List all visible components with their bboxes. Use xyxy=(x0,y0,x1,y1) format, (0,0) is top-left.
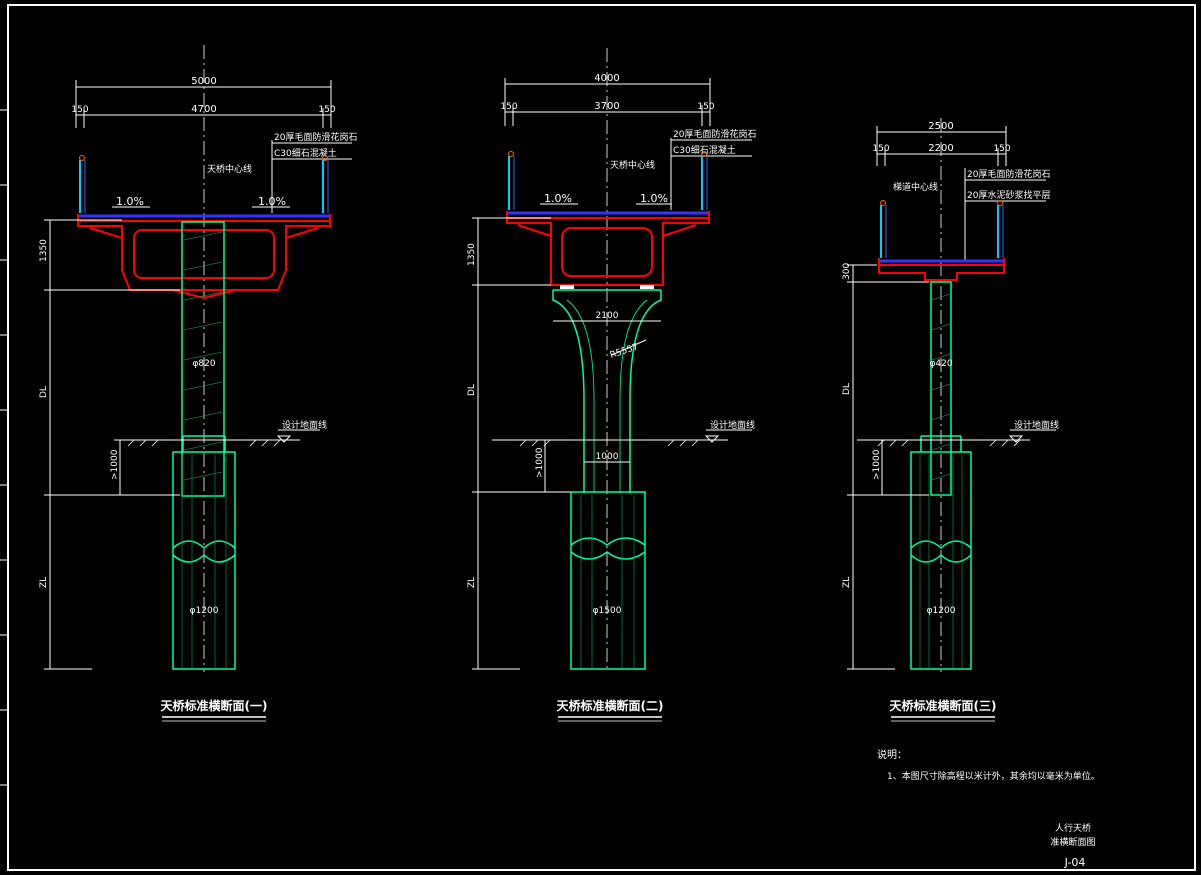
section-3-note-top: 20厚毛面防滑花岗石 xyxy=(967,168,1050,180)
section-2-dim-total: 4000 xyxy=(594,73,619,84)
section-2-dim-right: 150 xyxy=(697,102,714,112)
section-3-left-dimensions xyxy=(847,264,929,670)
section-2-dim-left: 150 xyxy=(500,102,517,112)
section-2-pile xyxy=(570,491,646,670)
sheet-number: J-04 xyxy=(1064,856,1086,869)
section-3-pile-dia: φ1200 xyxy=(927,606,956,616)
section-1-h-dl: DL xyxy=(39,386,49,398)
section-2-pier-column xyxy=(552,289,662,493)
notes-heading: 说明： xyxy=(877,748,907,761)
section-2-ground-label: 设计地面线 xyxy=(710,419,755,431)
section-1-left-dimensions xyxy=(44,219,180,670)
section-1-ground-label: 设计地面线 xyxy=(282,419,327,431)
section-3: 2500 2200 150 150 20厚毛面防滑花岗石 20厚水泥砂浆找平层 … xyxy=(842,118,1059,722)
section-3-dim-right: 150 xyxy=(993,144,1010,154)
section-3-h-zl: ZL xyxy=(842,577,852,588)
section-2-note-bottom: C30细石混凝土 xyxy=(673,144,736,156)
section-1-pier-hatch xyxy=(183,231,223,481)
section-1-dim-left: 150 xyxy=(71,105,88,115)
section-2-h-dl: DL xyxy=(467,384,477,396)
section-1-centerline-label: 天桥中心线 xyxy=(207,163,252,175)
section-2-neck-width: 1000 xyxy=(596,452,619,462)
section-2-h-burial: >1000 xyxy=(535,447,545,478)
section-3-h-deck: 300 xyxy=(842,263,852,280)
section-1-title: 天桥标准横断面(一) xyxy=(161,698,268,713)
section-2-left-dimensions xyxy=(472,217,571,670)
section-2-dim-mid: 3700 xyxy=(594,101,619,112)
section-1-top-dimensions xyxy=(75,80,332,128)
title-block-line-2: 准横断面图 xyxy=(1050,836,1095,848)
notes-item-1: 1、本图尺寸除高程以米计外，其余均以毫米为单位。 xyxy=(887,770,1100,782)
section-3-pier-column xyxy=(930,281,952,496)
section-3-dim-total: 2500 xyxy=(928,121,953,132)
section-1-note-bottom: C30细石混凝土 xyxy=(274,147,337,159)
title-block-line-1: 人行天桥 xyxy=(1055,822,1091,834)
section-1-dim-right: 150 xyxy=(318,105,335,115)
section-1-pile-dia: φ1200 xyxy=(190,606,219,616)
section-1-slope-left: 1.0% xyxy=(116,195,144,208)
section-2-top-dimensions xyxy=(504,78,711,126)
section-1-dim-mid: 4700 xyxy=(191,104,216,115)
section-1-pier-dia: φ820 xyxy=(192,359,215,369)
section-3-h-dl: DL xyxy=(842,383,852,395)
section-2-pile-dia: φ1500 xyxy=(593,606,622,616)
section-1-railings xyxy=(79,155,329,213)
section-3-dim-mid: 2200 xyxy=(928,143,953,154)
section-2-slope-left: 1.0% xyxy=(544,192,572,205)
section-1-h-zl: ZL xyxy=(39,577,49,588)
section-1: 5000 4700 150 150 20厚毛面防滑花岗石 C30细石混凝土 天桥… xyxy=(39,45,357,722)
section-3-deck-slab xyxy=(878,258,1005,281)
section-2-centerline-label: 天桥中心线 xyxy=(610,159,655,171)
section-1-h-burial: >1000 xyxy=(110,449,120,480)
section-3-ground-label: 设计地面线 xyxy=(1014,419,1059,431)
section-3-pier-dia: φ420 xyxy=(929,359,952,369)
section-3-note-bottom: 20厚水泥砂浆找平层 xyxy=(967,189,1050,201)
binding-strip xyxy=(0,109,8,786)
section-3-title: 天桥标准横断面(三) xyxy=(890,698,997,713)
section-3-dim-left: 150 xyxy=(872,144,889,154)
section-2-note-top: 20厚毛面防滑花岗石 xyxy=(673,128,756,140)
section-1-h-deck: 1350 xyxy=(39,239,49,262)
section-2-slope-right: 1.0% xyxy=(640,192,668,205)
section-3-centerline-label: 梯道中心线 xyxy=(893,181,938,193)
section-2-title: 天桥标准横断面(二) xyxy=(557,698,664,713)
section-3-railings xyxy=(880,200,1004,258)
section-1-note-top: 20厚毛面防滑花岗石 xyxy=(274,131,357,143)
section-1-slope-right: 1.0% xyxy=(258,195,286,208)
section-2-cap-width: 2100 xyxy=(596,311,619,321)
section-2-railings xyxy=(508,151,708,210)
section-2-h-zl: ZL xyxy=(467,577,477,588)
section-1-pier-column xyxy=(181,221,225,497)
section-1-box-girder xyxy=(77,214,331,300)
section-3-h-burial: >1000 xyxy=(872,449,882,480)
section-1-dim-total: 5000 xyxy=(191,76,216,87)
section-2-h-deck: 1350 xyxy=(467,243,477,266)
section-3-top-dimensions xyxy=(876,126,1007,166)
sheet-frame xyxy=(7,4,1196,871)
